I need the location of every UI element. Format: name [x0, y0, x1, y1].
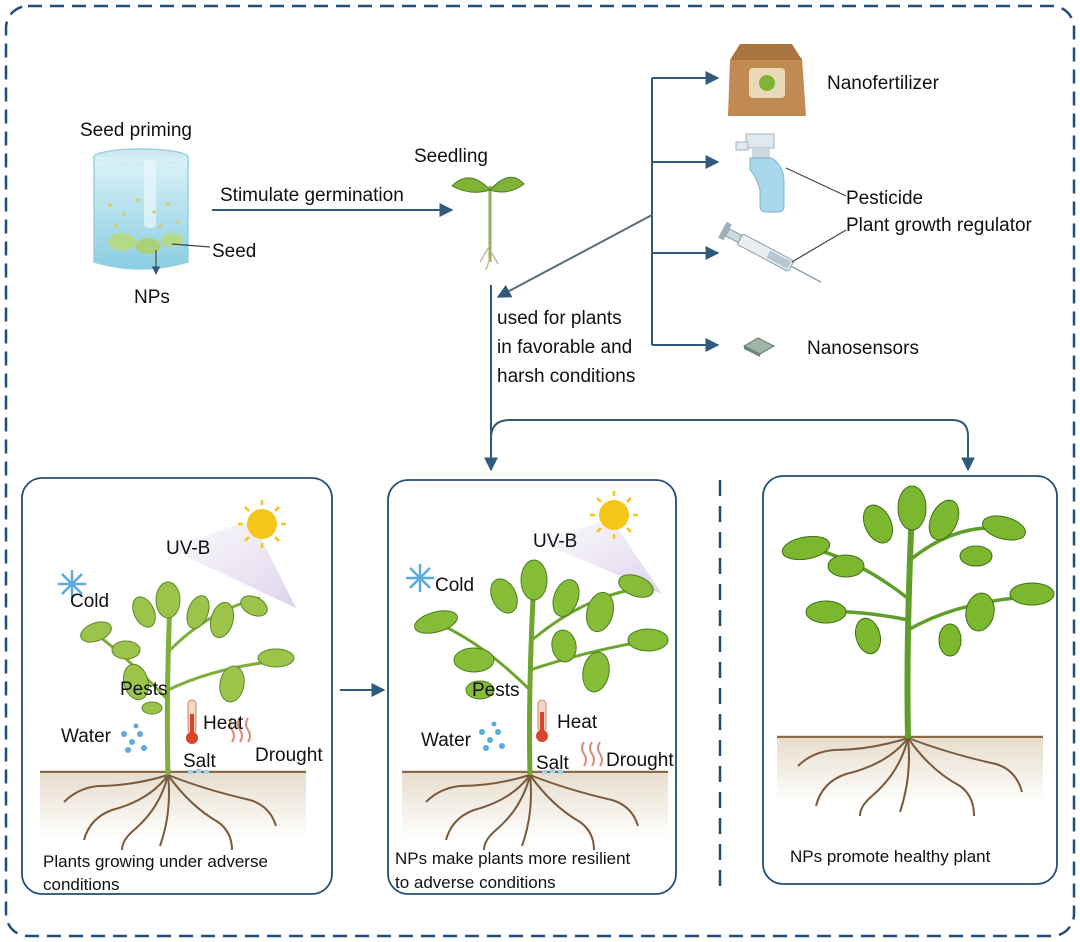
roots: [63, 774, 277, 851]
resilient-drought-label: Drought: [606, 750, 674, 771]
drought-waves-icon: [229, 717, 251, 743]
adverse-drought-label: Drought: [255, 745, 323, 766]
panel-resilient-art: [402, 491, 669, 851]
nanosensors-label: Nanosensors: [807, 338, 919, 359]
salt-crystals-icon: [542, 769, 563, 774]
plant-growth-regulator-label: Plant growth regulator: [846, 215, 1033, 236]
nps-label: NPs: [134, 287, 170, 308]
pesticide-label: Pesticide: [846, 188, 923, 209]
nanosensor-chip-icon: [742, 337, 776, 357]
resilient-pests-label: Pests: [472, 680, 520, 701]
nanofertilizer-label: Nanofertilizer: [827, 73, 940, 94]
sun-icon: [238, 500, 286, 548]
usage-line-2: in favorable and: [497, 337, 632, 358]
resilient-caption-line-1: NPs make plants more resilient: [395, 849, 631, 868]
usage-line-3: harsh conditions: [497, 366, 635, 387]
healthy-caption: NPs promote healthy plant: [790, 847, 991, 866]
snowflake-icon: [58, 570, 86, 598]
syringe-icon: [718, 221, 822, 283]
seed-pointer-line: [171, 243, 211, 248]
panel-healthy-art: [777, 485, 1055, 817]
adverse-pests-label: Pests: [120, 679, 168, 700]
germination-label: Stimulate germination: [220, 185, 404, 206]
sun-icon: [590, 491, 638, 539]
outer-frame: [4, 4, 1076, 938]
seed-priming-title: Seed priming: [80, 120, 192, 141]
adverse-uvb-label: UV-B: [166, 538, 210, 559]
resilient-uvb-label: UV-B: [533, 531, 577, 552]
seedling-icon: [451, 176, 525, 271]
fertilizer-bag-icon: [728, 44, 806, 116]
water-drops-icon: [121, 723, 147, 753]
adverse-caption-line-2: conditions: [43, 875, 120, 894]
usage-line-1: used for plants: [497, 308, 622, 329]
snowflake-icon: [406, 564, 434, 592]
roots: [425, 774, 639, 851]
adverse-water-label: Water: [61, 726, 112, 747]
resilient-cold-label: Cold: [435, 575, 474, 596]
resilient-salt-label: Salt: [536, 753, 569, 774]
spray-bottle-icon: [735, 133, 785, 213]
resilient-caption-line-2: to adverse conditions: [395, 873, 556, 892]
panel-connectors: [340, 285, 975, 697]
thermometer-icon: [186, 699, 198, 744]
resilient-heat-label: Heat: [557, 712, 598, 733]
thermometer-icon: [536, 699, 548, 742]
adverse-cold-label: Cold: [70, 591, 109, 612]
adverse-heat-label: Heat: [203, 713, 244, 734]
adverse-caption-line-1: Plants growing under adverse: [43, 852, 268, 871]
regulator-pointer-line: [791, 229, 847, 263]
adverse-salt-label: Salt: [183, 751, 216, 772]
pesticide-pointer-line: [785, 167, 847, 197]
application-connectors: [496, 71, 720, 352]
water-drops-icon: [479, 721, 505, 751]
seed-label: Seed: [212, 241, 256, 262]
drought-waves-icon: [581, 741, 603, 767]
panel-adverse-art: [40, 500, 306, 851]
beaker-icon: [93, 148, 189, 270]
salt-crystals-icon: [188, 769, 209, 774]
seedling-label: Seedling: [414, 146, 488, 167]
roots: [797, 737, 1023, 817]
resilient-water-label: Water: [421, 730, 472, 751]
